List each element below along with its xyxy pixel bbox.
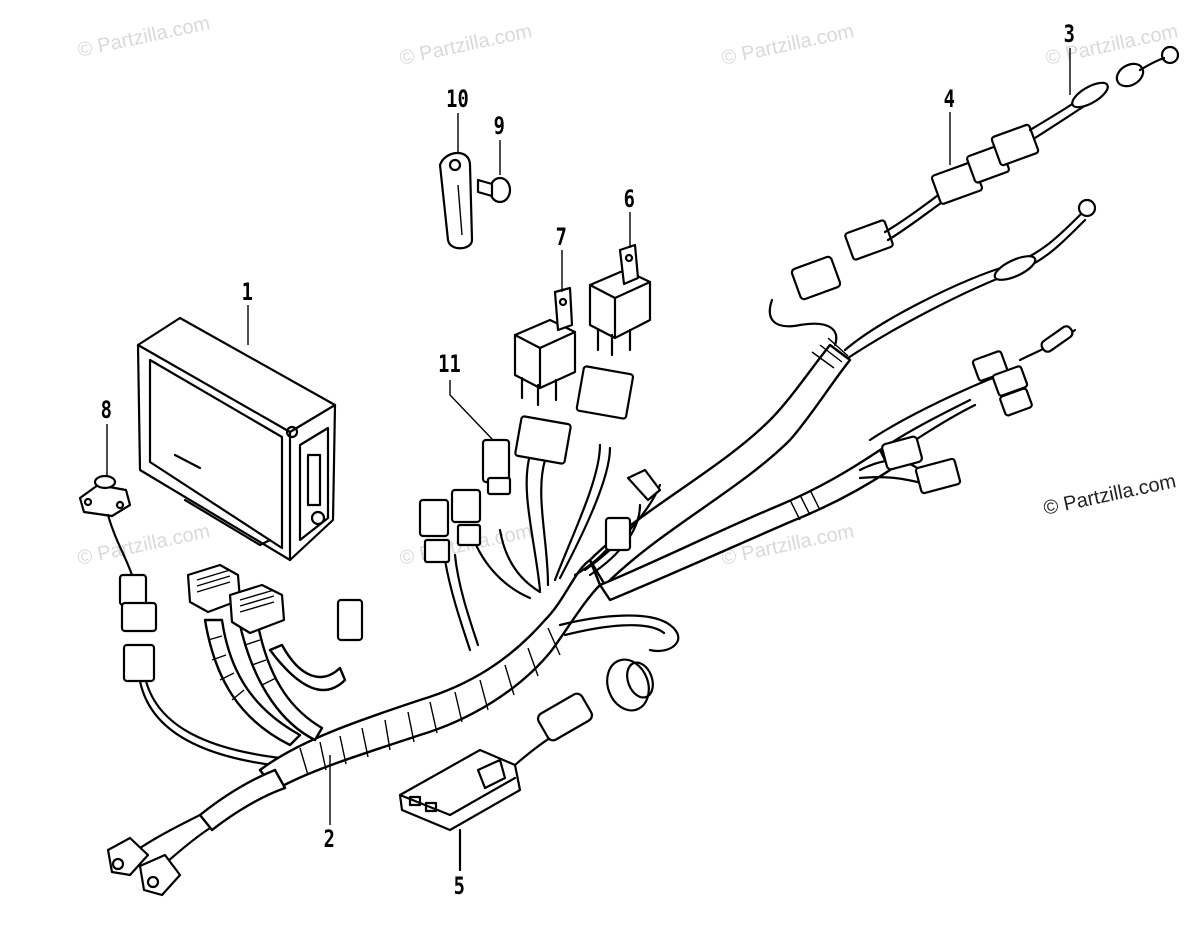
callout-7: 7 (555, 223, 567, 251)
callout-11: 11 (438, 350, 461, 378)
part-2-main-harness (106, 198, 1097, 897)
callout-1: 1 (241, 278, 253, 306)
callout-2: 2 (323, 825, 335, 853)
part-6-relay (588, 243, 652, 357)
callout-9: 9 (493, 112, 505, 140)
part-3-4-connectors (790, 45, 1180, 301)
callout-8: 8 (100, 396, 112, 424)
part-1-control-unit (136, 316, 337, 562)
callout-5: 5 (453, 872, 465, 900)
part-8-sensor (78, 474, 302, 770)
leader-lines (106, 48, 1071, 870)
part-7-relay (513, 286, 577, 407)
callout-10: 10 (446, 85, 469, 113)
part-10-bracket (438, 151, 474, 250)
callout-4: 4 (943, 85, 955, 113)
part-5-connector (398, 692, 594, 872)
callout-3: 3 (1063, 20, 1075, 48)
part-9-screw (476, 176, 512, 204)
callout-6: 6 (623, 185, 635, 213)
